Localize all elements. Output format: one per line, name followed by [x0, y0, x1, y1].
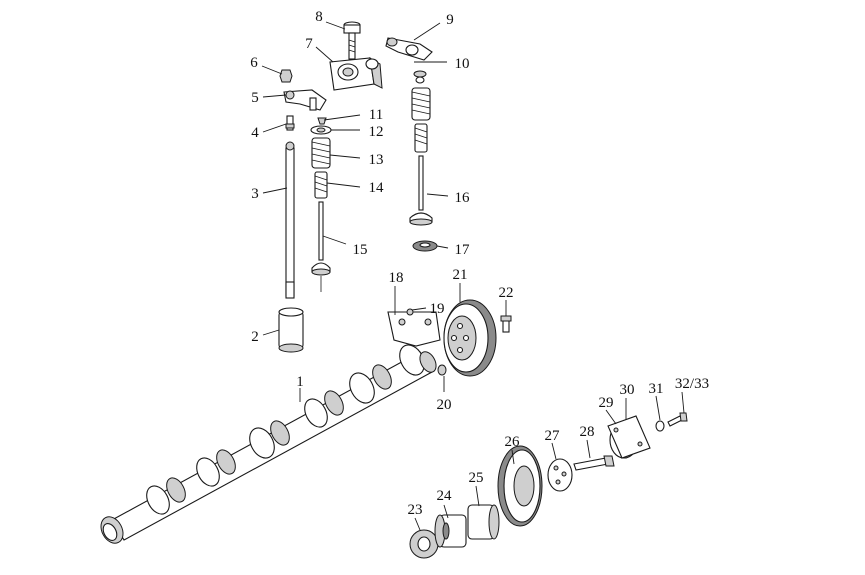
label-30: 30 [620, 382, 635, 398]
leader-lines [261, 21, 685, 531]
spring-retainer-center [310, 125, 332, 135]
bolt [343, 21, 361, 60]
label-25: 25 [469, 470, 484, 486]
adjusting-screw [285, 115, 295, 131]
label-24: 24 [437, 488, 453, 504]
label-20: 20 [437, 397, 452, 413]
label-19: 19 [430, 301, 445, 317]
tappet [278, 307, 304, 353]
valve-keepers-center [317, 117, 327, 125]
idler-gear [497, 445, 543, 527]
inner-spring-right [414, 123, 428, 153]
bushing-25 [467, 504, 500, 540]
label-3: 3 [251, 186, 259, 202]
cover-bolt [667, 412, 688, 427]
camshaft [100, 344, 447, 544]
label-4: 4 [251, 125, 259, 141]
washer-31 [655, 420, 665, 432]
nut [279, 69, 293, 83]
label-23: 23 [408, 502, 423, 518]
gear-bolt [500, 315, 512, 333]
pushrod [285, 141, 295, 299]
cover [607, 415, 651, 459]
rocker-support [329, 57, 383, 91]
right-rocker-arm [385, 37, 433, 61]
label-26: 26 [505, 434, 521, 450]
idler-shaft-bolt [573, 455, 615, 471]
label-31: 31 [649, 381, 664, 397]
label-6: 6 [250, 55, 258, 71]
label-16: 16 [455, 190, 471, 206]
outer-spring-center [311, 137, 331, 169]
label-21: 21 [453, 267, 468, 283]
valve-keepers-right [413, 70, 427, 84]
label-2: 2 [251, 329, 259, 345]
label-12: 12 [369, 124, 384, 140]
label-27: 27 [545, 428, 561, 444]
label-7: 7 [305, 36, 313, 52]
valve-seat [412, 240, 438, 252]
label-9: 9 [446, 12, 454, 28]
cam-gear [443, 299, 497, 377]
label-29: 29 [599, 395, 614, 411]
exhaust-valve [311, 201, 331, 292]
label-11: 11 [369, 107, 383, 123]
thrust-plate [387, 311, 441, 347]
bushing-24 [434, 514, 467, 548]
camshaft-lobes [146, 344, 437, 515]
inner-spring-center [314, 171, 328, 199]
label-18: 18 [389, 270, 404, 286]
idler-plate [547, 458, 573, 492]
left-rocker-arm [283, 89, 327, 111]
label-1: 1 [296, 374, 304, 390]
label-17: 17 [455, 242, 471, 258]
label-14: 14 [369, 180, 385, 196]
label-13: 13 [369, 152, 384, 168]
pin [437, 364, 447, 376]
label-10: 10 [455, 56, 470, 72]
intake-valve [409, 155, 433, 226]
label-22: 22 [499, 285, 514, 301]
part-labels: 1 2 3 4 5 6 7 8 9 10 11 12 13 14 15 16 1… [250, 9, 709, 518]
outer-spring-right [411, 87, 431, 121]
label-8: 8 [315, 9, 323, 25]
label-15: 15 [353, 242, 368, 258]
label-5: 5 [251, 90, 259, 106]
label-32-33: 32/33 [675, 376, 709, 392]
label-28: 28 [580, 424, 595, 440]
washer-23 [409, 529, 439, 559]
washer-small [406, 308, 414, 316]
